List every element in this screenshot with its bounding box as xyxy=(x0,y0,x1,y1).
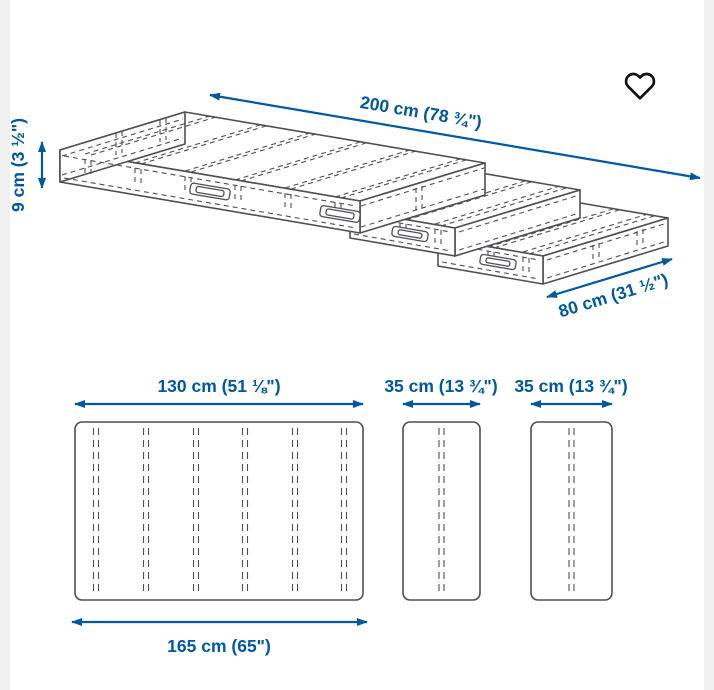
dimension-section3-35: 35 cm (13 ¾") xyxy=(514,376,628,408)
quilt-seams xyxy=(568,428,575,594)
quilt-seams xyxy=(360,167,485,228)
page-edge-right xyxy=(704,0,714,690)
top-view-section-1 xyxy=(74,421,364,601)
dimension-arrow xyxy=(209,92,701,181)
dimension-label-section3: 35 cm (13 ¾") xyxy=(514,376,627,396)
dimension-label-section1: 130 cm (51 ⅛") xyxy=(157,376,280,396)
dimension-height-9: 9 cm (3 ½") xyxy=(8,118,46,212)
dimension-arrow xyxy=(546,257,673,299)
heart-icon xyxy=(624,72,656,100)
quilt-seams xyxy=(487,208,655,255)
dimension-label-section2: 35 cm (13 ¾") xyxy=(384,376,497,396)
section1-outline xyxy=(74,421,364,601)
quilt-seams xyxy=(441,242,540,280)
mattress-3d-view: 200 cm (78 ¾") 9 cm (3 ½") 80 cm (31 ½") xyxy=(8,92,701,321)
top-view-section-2 xyxy=(402,421,481,601)
top-view-section-3 xyxy=(530,421,613,601)
mattress-top-view: 130 cm (51 ⅛") 35 cm (13 ¾") 35 cm (13 ¾… xyxy=(71,376,628,656)
dimension-label-overall: 165 cm (65") xyxy=(167,636,271,656)
mattress-handle xyxy=(391,225,429,243)
dimension-section1-130: 130 cm (51 ⅛") xyxy=(74,376,364,408)
quilt-seams xyxy=(63,155,357,229)
dimension-overall-165: 165 cm (65") xyxy=(71,618,368,656)
dimension-label-length: 200 cm (78 ¾") xyxy=(359,92,484,132)
mattress-handle xyxy=(319,205,361,223)
quilt-seams xyxy=(61,118,184,176)
favorite-button[interactable] xyxy=(620,66,660,106)
mattress-handle xyxy=(479,253,517,271)
quilt-seams xyxy=(438,428,445,594)
section3-outline xyxy=(530,421,613,601)
quilt-seams xyxy=(353,214,452,252)
section2-outline xyxy=(402,421,481,601)
page-edge-left xyxy=(0,0,10,690)
mattress-handle xyxy=(189,182,231,201)
dimension-section2-35: 35 cm (13 ¾") xyxy=(384,376,498,408)
dimension-label-height: 9 cm (3 ½") xyxy=(8,118,28,212)
quilt-seams xyxy=(458,195,577,251)
